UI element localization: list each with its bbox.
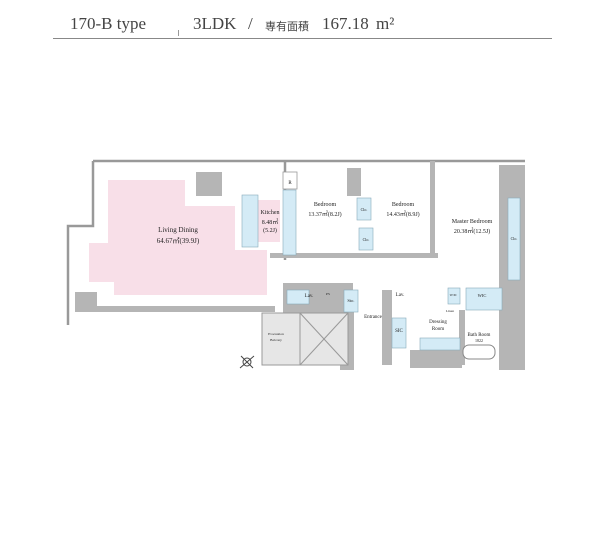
closet-label-1: Clo. <box>361 207 368 212</box>
kitchen-area-text: 8.48㎡ <box>262 218 279 226</box>
bath-tub <box>462 344 496 360</box>
area-label: 専有面積 <box>265 21 309 33</box>
dressing-label-2: Room <box>432 327 444 332</box>
bedroom1-area: 13.37㎡(8.2J) <box>308 210 341 218</box>
slash: / <box>248 14 253 33</box>
header-divider <box>178 30 179 36</box>
refrigerator-space <box>282 171 298 190</box>
compass-icon <box>239 355 255 369</box>
bedroom2-name: Bedroom <box>392 202 415 208</box>
master-area: 20.38㎡(12.5J) <box>454 227 490 235</box>
fixtures <box>241 189 521 351</box>
kitchen-area <box>258 200 280 242</box>
refrigerator-label: R <box>288 181 292 186</box>
balcony-label-1: Evacuation <box>268 332 284 336</box>
bath-size: 1822 <box>475 338 483 343</box>
sic-label: SIC <box>395 329 403 334</box>
closet-label-3: Clo. <box>511 236 518 241</box>
area-unit: m² <box>376 14 395 33</box>
bath-name: Bath Room <box>468 333 491 338</box>
living-name: Living Dining <box>158 226 198 234</box>
lav1-label: Lav. <box>305 294 314 299</box>
bedroom2-area: 14.43㎡(8.9J) <box>386 210 419 218</box>
storage-label: Sto. <box>347 298 354 303</box>
header-rule <box>53 38 552 39</box>
layout-type: 3LDK <box>193 14 237 33</box>
bedroom1-name: Bedroom <box>314 202 337 208</box>
kitchen-name: Kitchen <box>261 210 280 216</box>
wic-label: WIC <box>478 293 487 298</box>
area-value: 167.18 <box>322 14 369 33</box>
entrance-label: Entrance <box>364 315 383 320</box>
living-dining-area <box>89 180 267 295</box>
wd-label: W/D <box>450 293 457 297</box>
balcony-label-2: Balcony <box>270 338 282 342</box>
living-area: 64.67㎡(39.9J) <box>157 237 200 245</box>
plan-type: 170-B type <box>70 14 147 33</box>
dressing-label-1: Dressing <box>429 320 447 325</box>
closet-label-2: Clo. <box>363 237 370 242</box>
master-name: Master Bedroom <box>452 219 493 225</box>
linen-label: Linen <box>446 309 454 313</box>
lav2-label: Lav. <box>396 293 405 298</box>
ps-label: PS <box>326 292 330 296</box>
elevator-shaft <box>299 312 349 366</box>
kitchen-jo: (5.2J) <box>263 227 277 234</box>
